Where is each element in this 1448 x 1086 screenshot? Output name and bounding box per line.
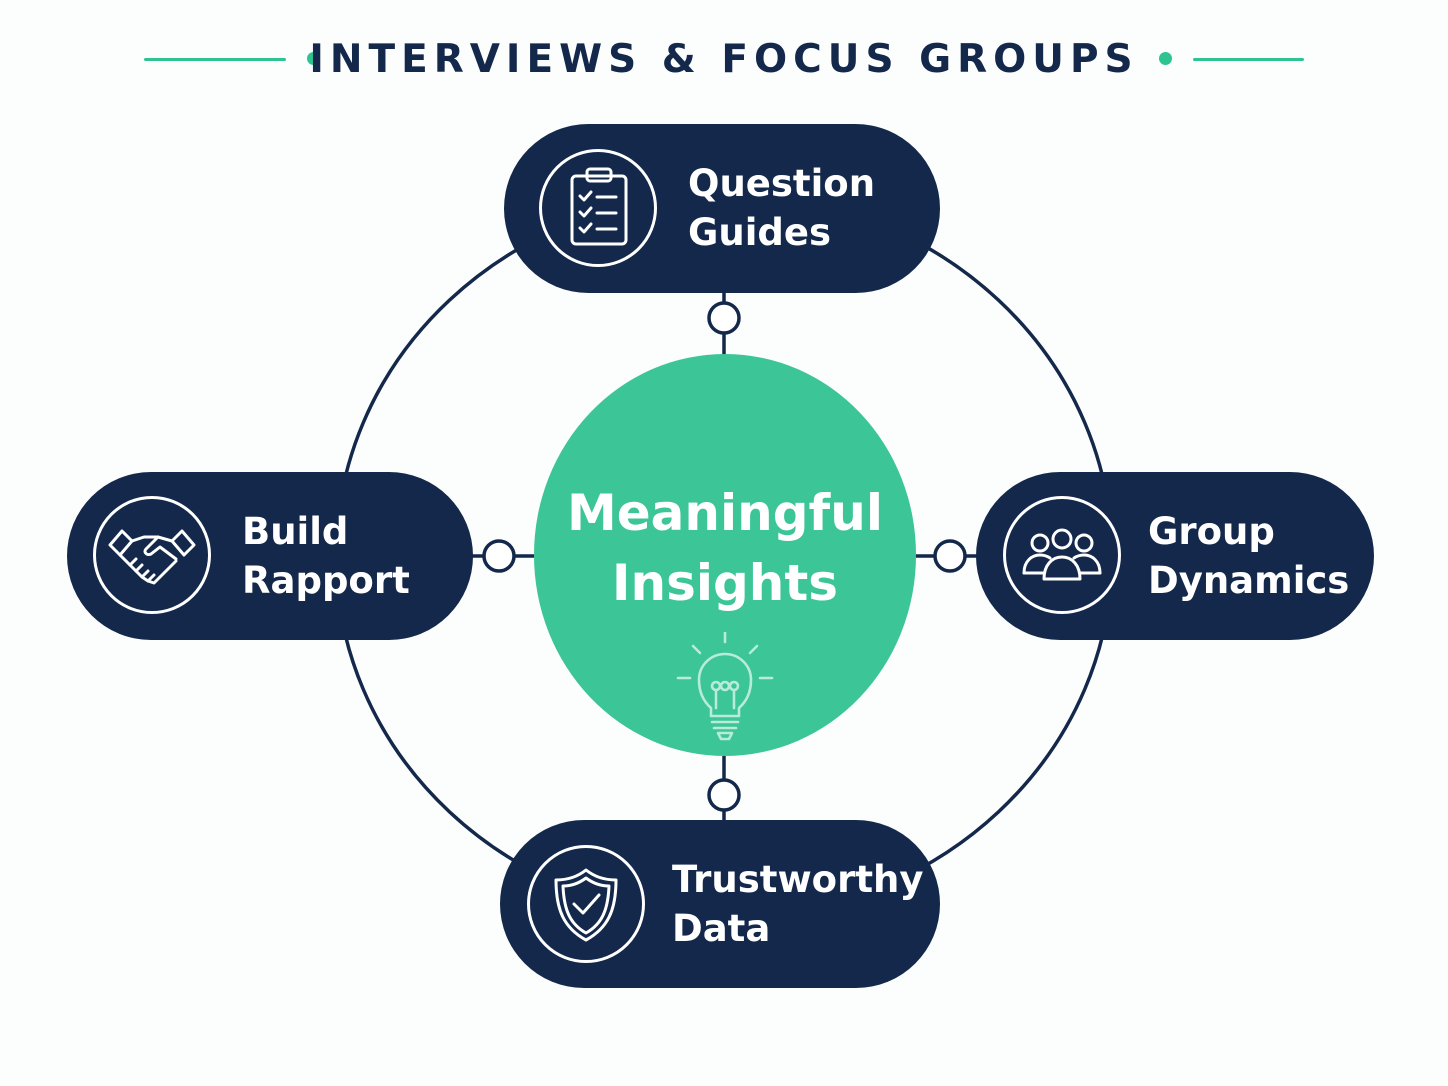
clipboard-checklist-icon — [570, 167, 628, 246]
handshake-icon — [108, 529, 196, 585]
node-trustworthy-data: Trustworthy Data — [500, 820, 940, 988]
title-rule-right — [1193, 58, 1304, 61]
connector-top — [707, 301, 741, 335]
page-title: INTERVIEWS & FOCUS GROUPS — [309, 37, 1139, 82]
connector-right — [933, 539, 967, 573]
title-row: INTERVIEWS & FOCUS GROUPS — [0, 30, 1448, 90]
node-label: Question Guides — [688, 162, 876, 254]
node-build-rapport: Build Rapport — [67, 472, 473, 640]
title-dot-right — [1159, 52, 1172, 65]
node-label: Build Rapport — [242, 510, 410, 602]
connector-bottom — [707, 778, 741, 812]
node-icon-ring — [527, 845, 645, 963]
group-people-icon — [1022, 528, 1102, 581]
node-icon-ring — [539, 149, 657, 267]
connector-left — [482, 539, 516, 573]
node-icon-ring — [1003, 496, 1121, 614]
hub-meaningful-insights: Meaningful Insights — [534, 354, 916, 756]
title-rule-left — [144, 58, 286, 61]
node-label: Group Dynamics — [1148, 510, 1350, 602]
shield-check-icon — [554, 868, 618, 942]
node-question-guides: Question Guides — [504, 124, 940, 293]
hub-label: Meaningful Insights — [566, 484, 883, 612]
lightbulb-icon — [676, 632, 774, 741]
title-dot-left — [307, 52, 320, 65]
node-icon-ring — [93, 496, 211, 614]
node-group-dynamics: Group Dynamics — [976, 472, 1374, 640]
node-label: Trustworthy Data — [672, 858, 924, 950]
